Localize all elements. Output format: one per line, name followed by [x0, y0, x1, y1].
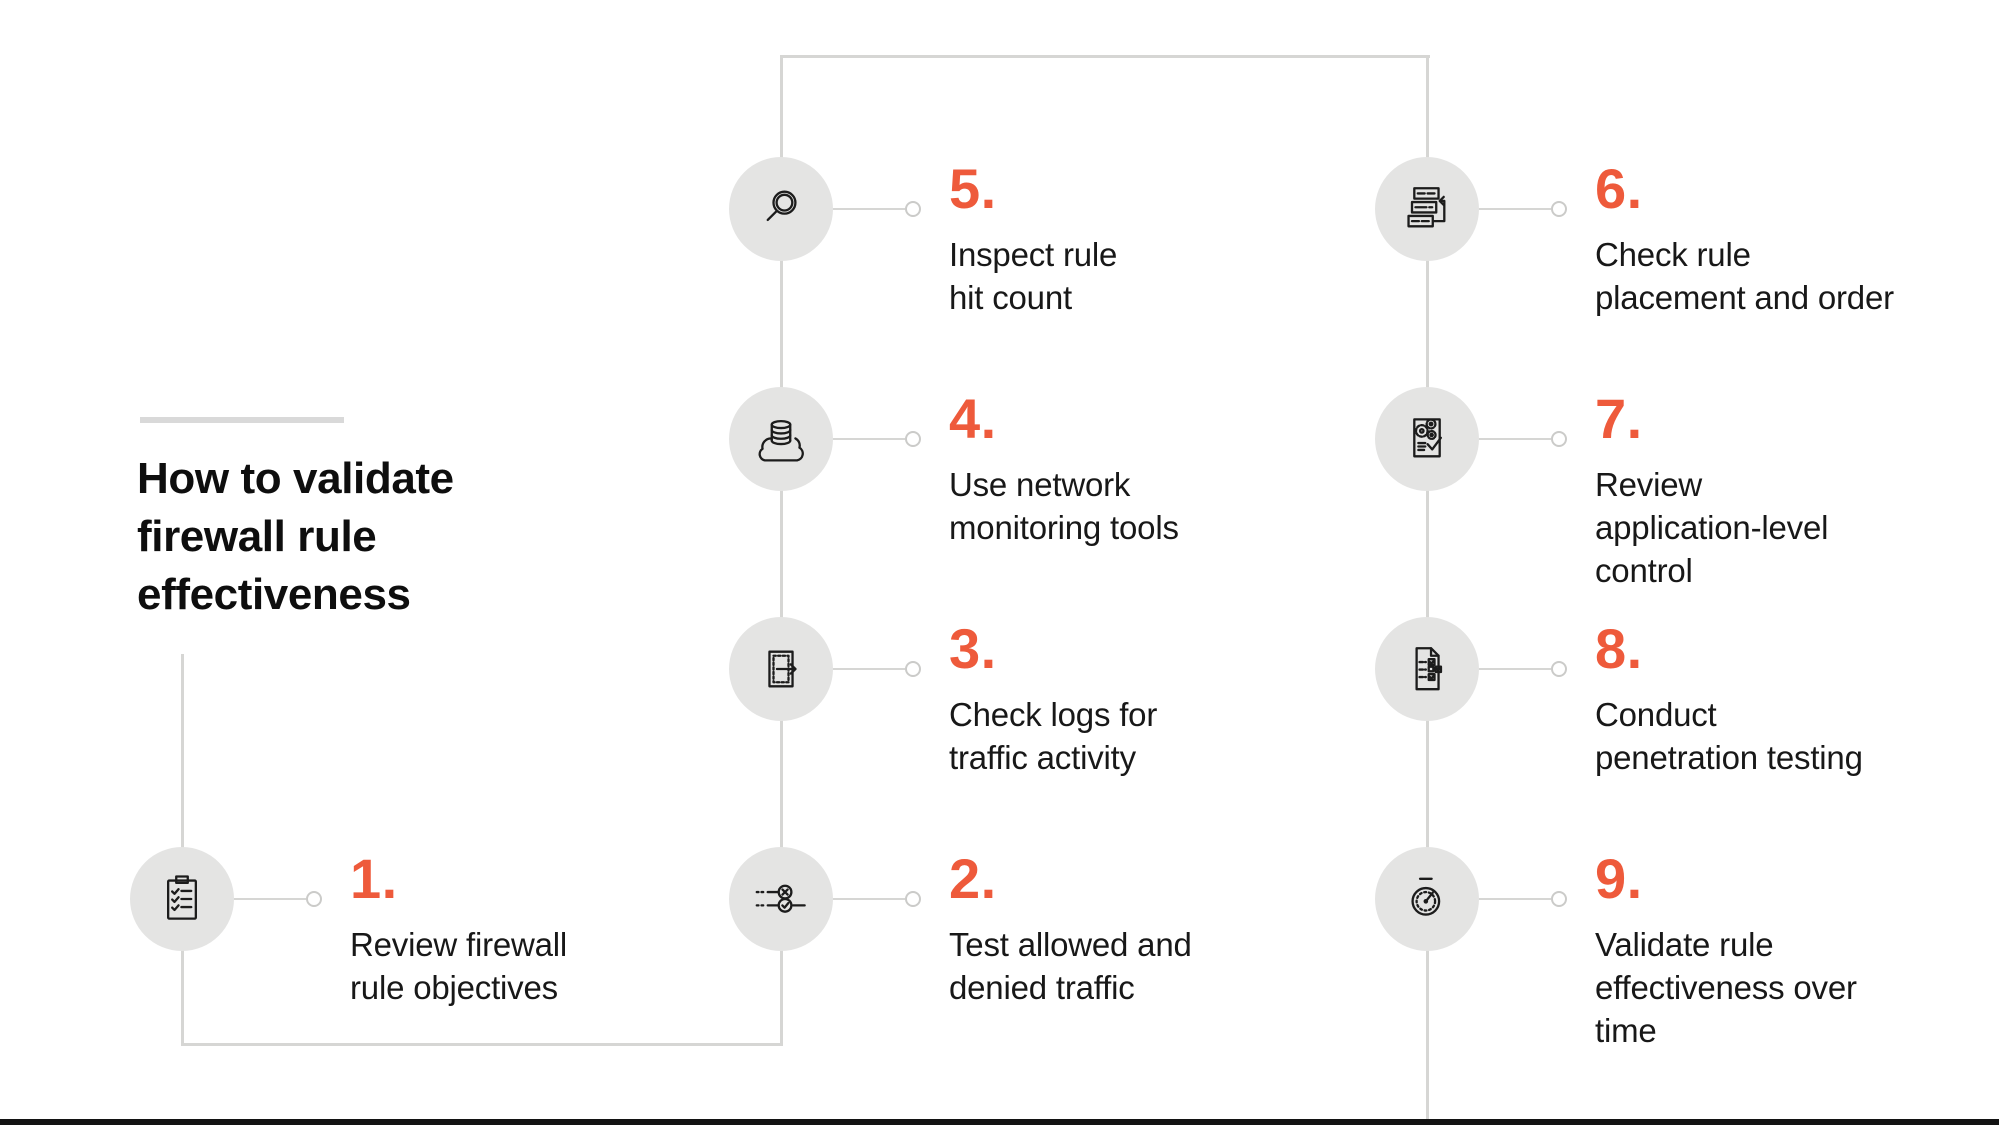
step-4: 4. Use network monitoring tools [729, 387, 1329, 707]
connector-ring [1551, 661, 1567, 677]
connector-ring [1551, 431, 1567, 447]
step-number: 3. [949, 617, 997, 680]
connector-ring [905, 201, 921, 217]
step-number: 8. [1595, 617, 1643, 680]
step-number: 5. [949, 157, 997, 220]
step-number: 7. [1595, 387, 1643, 450]
step-9-icon-circle [1375, 847, 1479, 951]
connector-ring [905, 891, 921, 907]
step-number: 9. [1595, 847, 1643, 910]
connector-line [833, 208, 905, 210]
step-1: 1. Review firewall rule objectives [130, 847, 730, 1125]
step-1-icon-circle [130, 847, 234, 951]
title-accent-rule [140, 417, 344, 423]
step-6: 6. Check rule placement and order [1375, 157, 1975, 477]
step-label: Conduct penetration testing [1595, 696, 1863, 776]
connector-ring [905, 661, 921, 677]
step-7-icon-circle [1375, 387, 1479, 491]
page-title: How to validate firewall rule effectiven… [137, 454, 454, 619]
pentest-checklist-icon [1415, 647, 1443, 691]
step-7: 7. Review application-level control [1375, 387, 1975, 707]
magnifier-icon [766, 190, 797, 222]
connector-ring [306, 891, 322, 907]
log-exit-arrow-icon [768, 650, 797, 688]
step-label: Review application-level control [1595, 466, 1829, 589]
step-8-icon-circle [1375, 617, 1479, 721]
connector-line [833, 898, 905, 900]
step-label: Check logs for traffic activity [949, 696, 1158, 776]
step-label: Inspect rule hit count [949, 236, 1118, 316]
clipboard-checklist-icon [167, 875, 197, 920]
step-6-icon-circle [1375, 157, 1479, 261]
middle-column-line [780, 55, 783, 1046]
step-3-icon-circle [729, 617, 833, 721]
connector-line [234, 898, 306, 900]
cloud-database-icon [758, 419, 804, 462]
step-number: 2. [949, 847, 997, 910]
step-number: 1. [350, 847, 398, 910]
step-label: Review firewall rule objectives [350, 926, 568, 1006]
step-3: 3. Check logs for traffic activity [729, 617, 1329, 937]
bottom-black-rule [0, 1119, 1999, 1125]
bottom-connector-line [181, 1043, 783, 1046]
connector-line [1479, 438, 1551, 440]
step-number: 4. [949, 387, 997, 450]
stopwatch-icon [1411, 877, 1441, 916]
step-2-icon-circle [729, 847, 833, 951]
top-connector-line [780, 55, 1430, 58]
connector-line [1479, 208, 1551, 210]
connector-ring [905, 431, 921, 447]
step-label: Test allowed and denied traffic [949, 926, 1192, 1006]
connector-ring [1551, 891, 1567, 907]
right-column-line [1426, 55, 1429, 1119]
step-5: 5. Inspect rule hit count [729, 157, 1329, 477]
step-8: 8. Conduct penetration testing [1375, 617, 1975, 937]
connector-ring [1551, 201, 1567, 217]
step-label: Validate rule effectiveness over time [1595, 926, 1857, 1049]
step-number: 6. [1595, 157, 1643, 220]
step-label: Check rule placement and order [1595, 236, 1894, 316]
connector-line [833, 668, 905, 670]
step-9: 9. Validate rule effectiveness over time [1375, 847, 1975, 1125]
gears-document-icon [1413, 418, 1442, 458]
step-2: 2. Test allowed and denied traffic [729, 847, 1329, 1125]
connector-line [1479, 898, 1551, 900]
step-5-icon-circle [729, 157, 833, 261]
rule-order-icon [1407, 187, 1446, 228]
step-label: Use network monitoring tools [949, 466, 1179, 546]
connector-line [833, 438, 905, 440]
connector-line [1479, 668, 1551, 670]
allowed-denied-traffic-icon [755, 884, 806, 913]
step-4-icon-circle [729, 387, 833, 491]
